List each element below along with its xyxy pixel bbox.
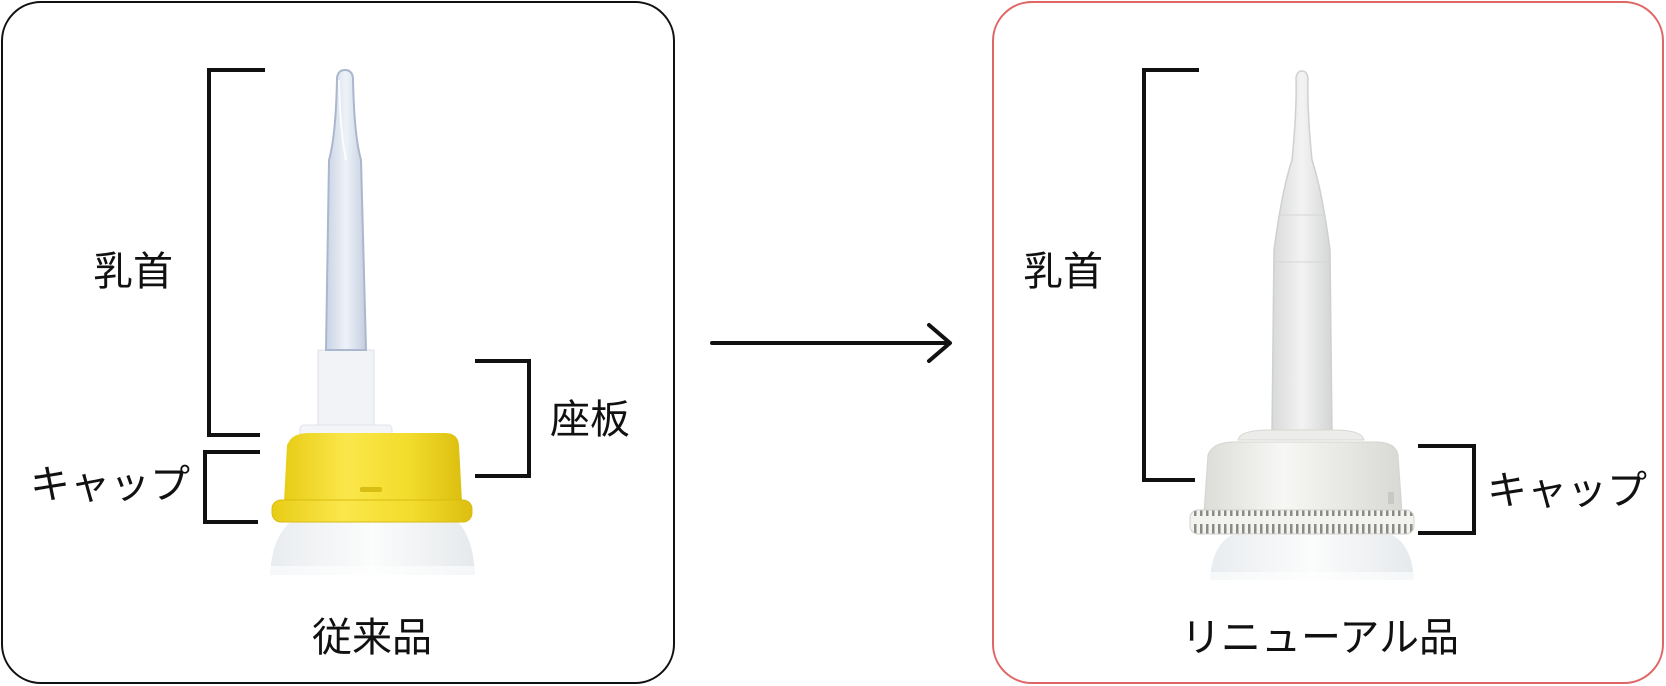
conventional-product-image [262,68,482,578]
bracket-cap-new [1418,444,1476,535]
bracket-cap-old [203,450,260,524]
nipple-tube [324,68,368,351]
caption-renewed: リニューアル品 [1181,615,1459,661]
bracket-nipple-old [207,68,265,437]
bracket-nipple-new [1142,68,1199,482]
cap-yellow [284,433,462,502]
cap-white [1203,441,1403,513]
bottle-body [1210,535,1414,580]
cap-ring [271,499,473,523]
caption-conventional: 従来品 [312,615,432,661]
cap-ring [1189,509,1415,535]
bottle-body [270,515,475,575]
bracket-seat-old [475,359,531,478]
label-nipple-old: 乳首 [93,249,173,295]
renewed-product-image [1189,70,1422,584]
nipple-base [317,349,375,431]
label-seat-old: 座板 [550,397,630,443]
label-cap-new: キャップ [1487,468,1647,514]
arrow-right-icon [710,323,952,363]
nipple-tube [1271,70,1333,436]
label-nipple-new: 乳首 [1023,249,1103,295]
label-cap-old: キャップ [30,462,190,508]
